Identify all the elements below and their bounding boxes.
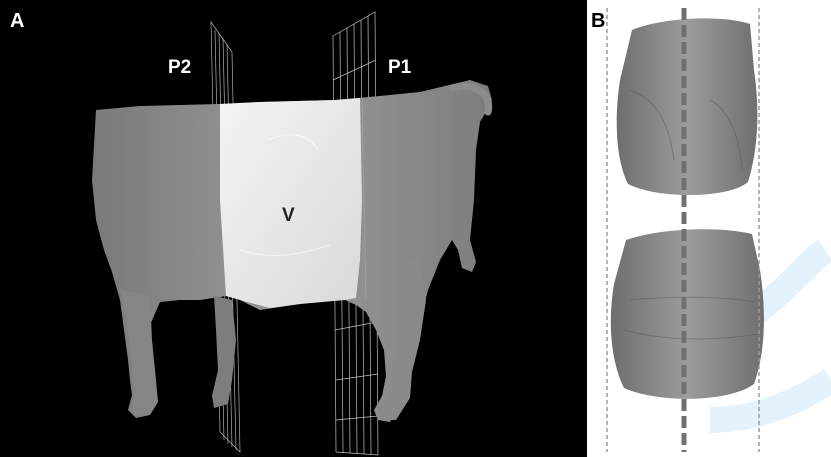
volume-region (220, 98, 362, 308)
panel-a-figure: A P2 P1 V (0, 0, 587, 457)
label-p1: P1 (388, 57, 411, 79)
cow-body (92, 80, 492, 422)
panel-b-letter: B (591, 10, 605, 33)
cross-section-slices (590, 0, 831, 457)
panel-b-figure: B (590, 0, 831, 457)
slice-lower (611, 229, 764, 399)
slice-upper (617, 18, 758, 195)
cow-3d-scan (0, 0, 587, 457)
label-p2: P2 (168, 57, 191, 79)
panel-a-letter: A (10, 10, 24, 33)
label-v: V (282, 205, 295, 227)
